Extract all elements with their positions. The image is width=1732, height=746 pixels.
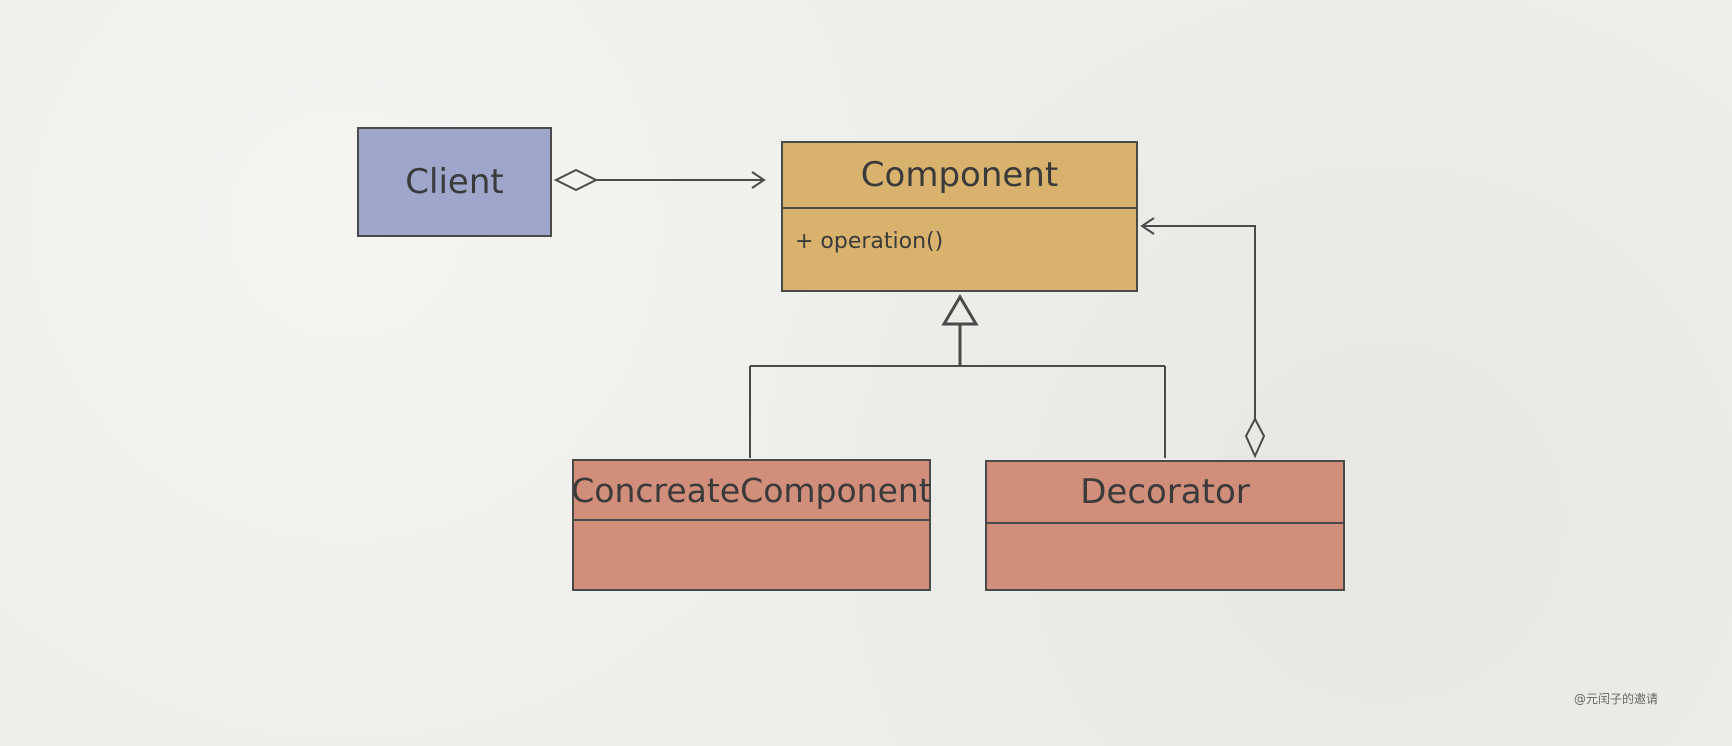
- component-class-name: Component: [860, 155, 1059, 195]
- decorator-class-name: Decorator: [1080, 472, 1250, 512]
- decorator-class-box: Decorator: [985, 460, 1345, 591]
- concrete-component-class-box: ConcreateComponent: [571, 459, 932, 591]
- inheritance-triangle: [941, 294, 979, 326]
- concrete-component-divider: [574, 519, 929, 521]
- client-component-association: [553, 168, 766, 192]
- inheritance-tree: [749, 294, 1166, 458]
- client-association-arrowhead: [751, 171, 766, 189]
- client-aggregation-diamond: [553, 168, 599, 192]
- client-class-name: Client: [405, 162, 504, 202]
- component-class-box: Component + operation(): [781, 141, 1138, 292]
- client-class-box: Client: [357, 127, 552, 237]
- concrete-component-class-name: ConcreateComponent: [571, 470, 932, 510]
- decorator-component-aggregation: [1140, 217, 1266, 459]
- decorator-divider: [987, 522, 1343, 524]
- decorator-aggregation-arrowhead: [1140, 217, 1155, 235]
- component-divider: [783, 207, 1136, 209]
- decorator-aggregation-line: [1142, 225, 1256, 419]
- watermark: @元闰子的邀请: [1574, 692, 1659, 706]
- decorator-aggregation-diamond: [1244, 416, 1266, 459]
- component-operation: + operation(): [795, 229, 944, 254]
